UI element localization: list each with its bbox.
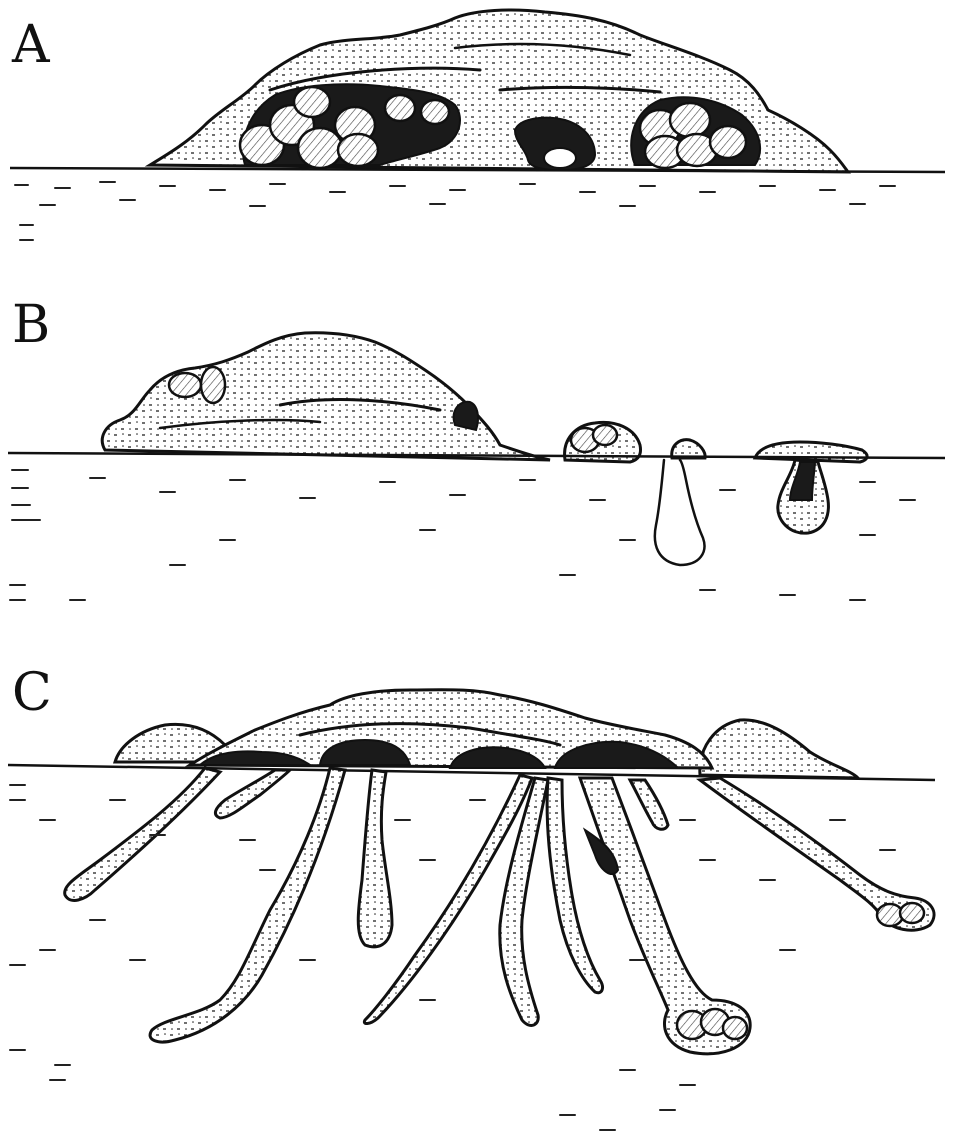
panel-b-fresh-hole [655, 440, 705, 565]
panel-c-debris-right [700, 720, 858, 778]
panel-c-label: C [12, 663, 52, 723]
panel-b: B [8, 295, 945, 600]
panel-b-soil [10, 470, 915, 600]
panel-b-cavity [454, 402, 478, 430]
panel-b-mound [102, 333, 550, 460]
panel-a: A [10, 10, 945, 240]
panel-c: C [8, 663, 935, 1130]
panel-c-eggs-deep [677, 903, 924, 1039]
panel-b-label: B [12, 295, 50, 355]
panel-c-burrows [65, 768, 934, 1054]
panel-a-label: A [11, 15, 51, 75]
panel-a-hole-middle [544, 148, 576, 168]
panel-b-plugged-burrow [755, 442, 867, 533]
panel-a-soil [15, 182, 895, 240]
